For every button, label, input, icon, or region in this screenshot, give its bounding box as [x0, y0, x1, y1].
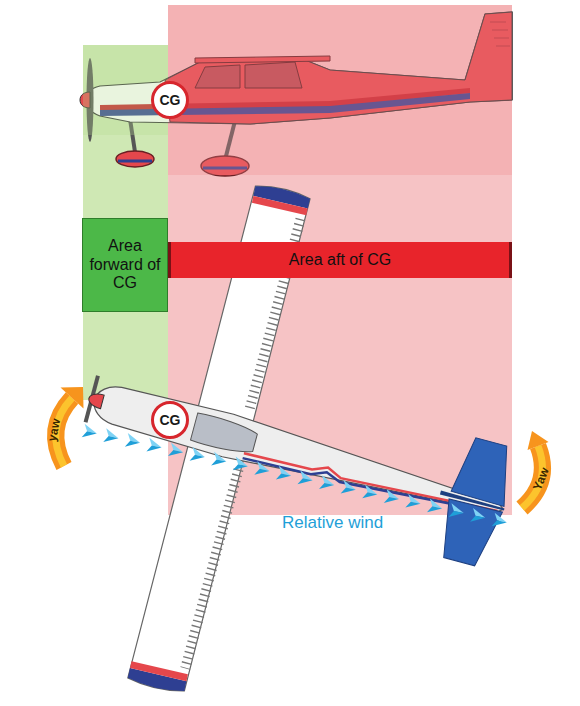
wind-chevron	[297, 471, 314, 488]
wind-chevron-dark	[405, 501, 420, 511]
wind-chevron-dark	[168, 449, 183, 459]
wind-chevron	[168, 442, 185, 459]
wing-tip-red	[252, 194, 309, 217]
top-view-aircraft	[21, 154, 570, 706]
wind-chevron	[470, 508, 487, 525]
wind-chevron	[190, 447, 207, 464]
wind-chevron-light	[342, 480, 357, 490]
wind-chevron	[492, 513, 509, 530]
wind-chevron-light	[256, 461, 271, 471]
wing-tip-red	[130, 659, 189, 683]
node-text: CG	[160, 92, 181, 108]
wind-chevron-light	[213, 452, 228, 462]
wind-chevron	[362, 485, 379, 502]
wind-chevron-dark	[82, 431, 97, 441]
flap-hatching	[185, 469, 238, 668]
wind-chevron-dark	[190, 454, 205, 464]
spinner	[87, 391, 104, 408]
wind-chevron-light	[105, 428, 120, 438]
wind-chevron-dark	[319, 482, 334, 492]
wind-chevron-light	[191, 447, 206, 457]
wind-chevron-light	[148, 438, 163, 448]
node-text: CG	[160, 412, 181, 428]
wind-chevron-dark	[276, 473, 291, 483]
wind-chevron-light	[126, 433, 141, 443]
wind-chevron-light	[450, 503, 465, 513]
wind-chevron	[211, 452, 228, 469]
wind-chevron-light	[299, 471, 314, 481]
forward-area-box: Area forward of CG	[82, 218, 168, 312]
vertical-fin	[440, 491, 505, 512]
canopy	[190, 412, 258, 457]
relative-wind-label: Relative wind	[282, 513, 383, 533]
horizontal-stabilizer	[434, 498, 502, 569]
wind-chevron	[125, 433, 142, 450]
horizontal-stabilizer	[451, 435, 519, 506]
wind-chevron	[233, 456, 250, 473]
yaw-arrow-head	[528, 431, 549, 450]
cg-marker: CG	[151, 81, 189, 119]
wind-chevron	[384, 489, 401, 506]
wind-chevron-light	[277, 466, 292, 476]
wind-chevron-light	[321, 475, 336, 485]
wind-chevron	[103, 428, 120, 445]
wind-chevron-dark	[103, 435, 118, 445]
wind-chevron-light	[364, 485, 379, 495]
yaw-arrow-head	[61, 387, 84, 409]
wind-chevron-light	[407, 494, 422, 504]
wind-chevron-light	[234, 456, 249, 466]
aft-band	[168, 5, 512, 515]
wind-chevron	[276, 466, 293, 483]
wind-chevron-dark	[297, 477, 312, 487]
wind-chevron-dark	[233, 463, 248, 473]
wind-chevron-dark	[427, 505, 442, 515]
wind-chevron-dark	[362, 491, 377, 501]
wind-chevron-light	[83, 424, 98, 434]
wind-chevron	[405, 494, 422, 511]
wind-chevron-dark	[449, 510, 464, 520]
wind-chevron-dark	[211, 459, 226, 469]
aft-area-bar: Area aft of CG	[168, 242, 512, 278]
wind-chevron-dark	[254, 468, 269, 478]
wind-chevron-dark	[146, 445, 161, 455]
wind-chevron-dark	[341, 487, 356, 497]
nose-wheel-fairing	[116, 151, 154, 167]
wind-chevron-light	[493, 513, 508, 523]
fairing-stripe	[118, 160, 152, 163]
wind-chevron	[319, 475, 336, 492]
wind-chevron-light	[472, 508, 487, 518]
wind-chevron	[82, 424, 99, 441]
wind-chevron	[449, 503, 466, 520]
wind-chevron-light	[428, 499, 443, 509]
wind-chevron-light	[169, 442, 184, 452]
wind-chevron	[254, 461, 271, 478]
node-text: Area forward of CG	[87, 237, 163, 292]
wind-chevron-dark	[125, 440, 140, 450]
wind-chevron-dark	[470, 515, 485, 525]
cg-marker: CG	[151, 401, 189, 439]
wind-chevron	[341, 480, 358, 497]
wind-chevron-dark	[492, 520, 507, 530]
wind-chevron-light	[385, 489, 400, 499]
fuselage-top	[89, 379, 509, 531]
wind-chevron-dark	[384, 496, 399, 506]
aft-band-tint	[168, 5, 512, 175]
wind-chevron	[427, 499, 444, 516]
node-text: Area aft of CG	[289, 251, 391, 269]
wind-chevron	[146, 438, 163, 455]
